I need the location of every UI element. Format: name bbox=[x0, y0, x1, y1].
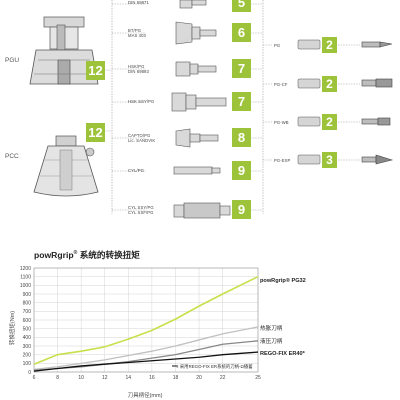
tool-reamer-image bbox=[361, 154, 394, 165]
holder-label: CYL/PG bbox=[128, 168, 144, 173]
collet-pg-wb-image bbox=[297, 116, 321, 127]
holder-page-badge: 5 bbox=[232, 0, 251, 12]
holder-cyl-image bbox=[173, 166, 221, 175]
holder-page-badge: 9 bbox=[232, 161, 251, 180]
x-tick-label: 18 bbox=[173, 375, 179, 381]
tool-drill-image bbox=[361, 41, 393, 48]
y-tick-label: 300 bbox=[23, 344, 32, 350]
y-tick-labels: 0 100 200 300 400 500 600 700 800 900 1000 1100 1200 bbox=[20, 266, 31, 376]
chart-note-text: = 采用REGO-FIX ER系统的刀柄-Ω播蓄 bbox=[176, 363, 253, 370]
holder-page-badge: 8 bbox=[232, 128, 251, 147]
collet-drawings bbox=[297, 39, 321, 165]
collet-page-badge: 2 bbox=[322, 37, 337, 53]
x-tick-label: 14 bbox=[126, 375, 132, 381]
holder-cyl-ssy-image bbox=[173, 202, 231, 219]
diagram-drawing bbox=[29, 0, 394, 219]
collet-page-badge: 3 bbox=[322, 152, 337, 168]
chart-note: = 采用REGO-FIX ER系统的刀柄-Ω播蓄 bbox=[172, 363, 253, 370]
y-tick-label: 400 bbox=[23, 335, 32, 341]
x-tick-label: 20 bbox=[196, 375, 202, 381]
tool-endmill-image bbox=[361, 78, 393, 88]
series-label: powRgrip® PG32 bbox=[260, 277, 306, 284]
x-tick-label: 22 bbox=[220, 375, 226, 381]
collet-page-badge: 2 bbox=[322, 76, 337, 92]
x-tick-label: 10 bbox=[78, 375, 84, 381]
holder-capto-image bbox=[175, 128, 219, 148]
x-tick-label: 25 bbox=[255, 375, 261, 381]
y-tick-label: 1200 bbox=[20, 266, 31, 272]
y-tick-label: 900 bbox=[23, 292, 32, 298]
holder-page-badge: 9 bbox=[232, 200, 251, 219]
holder-page-badge: 7 bbox=[232, 59, 251, 78]
y-axis-label: 转换扭矩(Nm) bbox=[8, 311, 16, 345]
collet-pg-cf-image bbox=[297, 78, 321, 89]
tool-ballmill-image bbox=[361, 117, 391, 126]
series-label: 液压刀柄 bbox=[260, 337, 283, 345]
y-tick-label: 200 bbox=[23, 352, 32, 358]
holder-hsk-ssy-image bbox=[171, 92, 227, 112]
pgu-page-badge: 12 bbox=[86, 61, 105, 80]
collet-label: PG-WB bbox=[274, 120, 289, 125]
collet-page-badge: 2 bbox=[322, 114, 337, 130]
y-tick-label: 600 bbox=[23, 318, 32, 324]
x-tick-label: 16 bbox=[149, 375, 155, 381]
y-tick-label: 500 bbox=[23, 326, 32, 332]
collet-pg-image bbox=[297, 39, 321, 50]
holder-din69871-image bbox=[179, 0, 207, 9]
holder-page-badge: 6 bbox=[232, 23, 251, 42]
series-line bbox=[33, 351, 259, 372]
y-tick-label: 700 bbox=[23, 309, 32, 315]
plot-frame bbox=[33, 267, 259, 373]
chart-series bbox=[33, 275, 259, 372]
y-tick-label: 100 bbox=[23, 361, 32, 367]
pcc-machine-image bbox=[33, 135, 99, 197]
x-axis-label: 刀具柄径(mm) bbox=[128, 391, 163, 399]
collet-label: PG-EXP bbox=[274, 158, 291, 163]
x-tick-labels: 6 8 10 12 14 16 18 20 22 25 bbox=[33, 375, 261, 381]
pcc-label: PCC bbox=[5, 153, 19, 160]
holder-label: HSK SSY/PG bbox=[128, 99, 155, 104]
holder-hsk-image bbox=[175, 61, 217, 77]
collet-label: PG bbox=[274, 43, 281, 48]
y-tick-label: 1100 bbox=[20, 274, 31, 280]
series-label: 热胀刀柄 bbox=[260, 324, 283, 332]
y-tick-label: 0 bbox=[28, 370, 31, 376]
holder-drawings bbox=[171, 0, 231, 219]
series-line bbox=[33, 275, 259, 365]
x-tick-label: 6 bbox=[33, 375, 36, 381]
x-tick-label: 12 bbox=[102, 375, 108, 381]
y-tick-label: 1000 bbox=[20, 283, 31, 289]
x-tick-label: 8 bbox=[56, 375, 59, 381]
chart-grid bbox=[33, 267, 259, 373]
series-label: REGO-FIX ER40* bbox=[260, 351, 306, 357]
collet-label: PG-CF bbox=[274, 82, 288, 87]
y-tick-label: 800 bbox=[23, 300, 32, 306]
series-line bbox=[33, 326, 259, 371]
collet-pg-exp-image bbox=[297, 154, 321, 165]
holder-label: DIN 69871 bbox=[128, 0, 149, 5]
pgu-machine-image bbox=[29, 16, 99, 85]
holder-page-badge: 7 bbox=[232, 92, 251, 111]
pgu-label: PGU bbox=[5, 57, 20, 64]
tool-drawings bbox=[361, 41, 394, 165]
holder-bt-image bbox=[175, 21, 217, 45]
chart-title: powRgrip® 系统的转换扭矩 bbox=[34, 250, 140, 260]
machine-connector-lines bbox=[86, 0, 360, 214]
pcc-page-badge: 12 bbox=[86, 123, 105, 142]
